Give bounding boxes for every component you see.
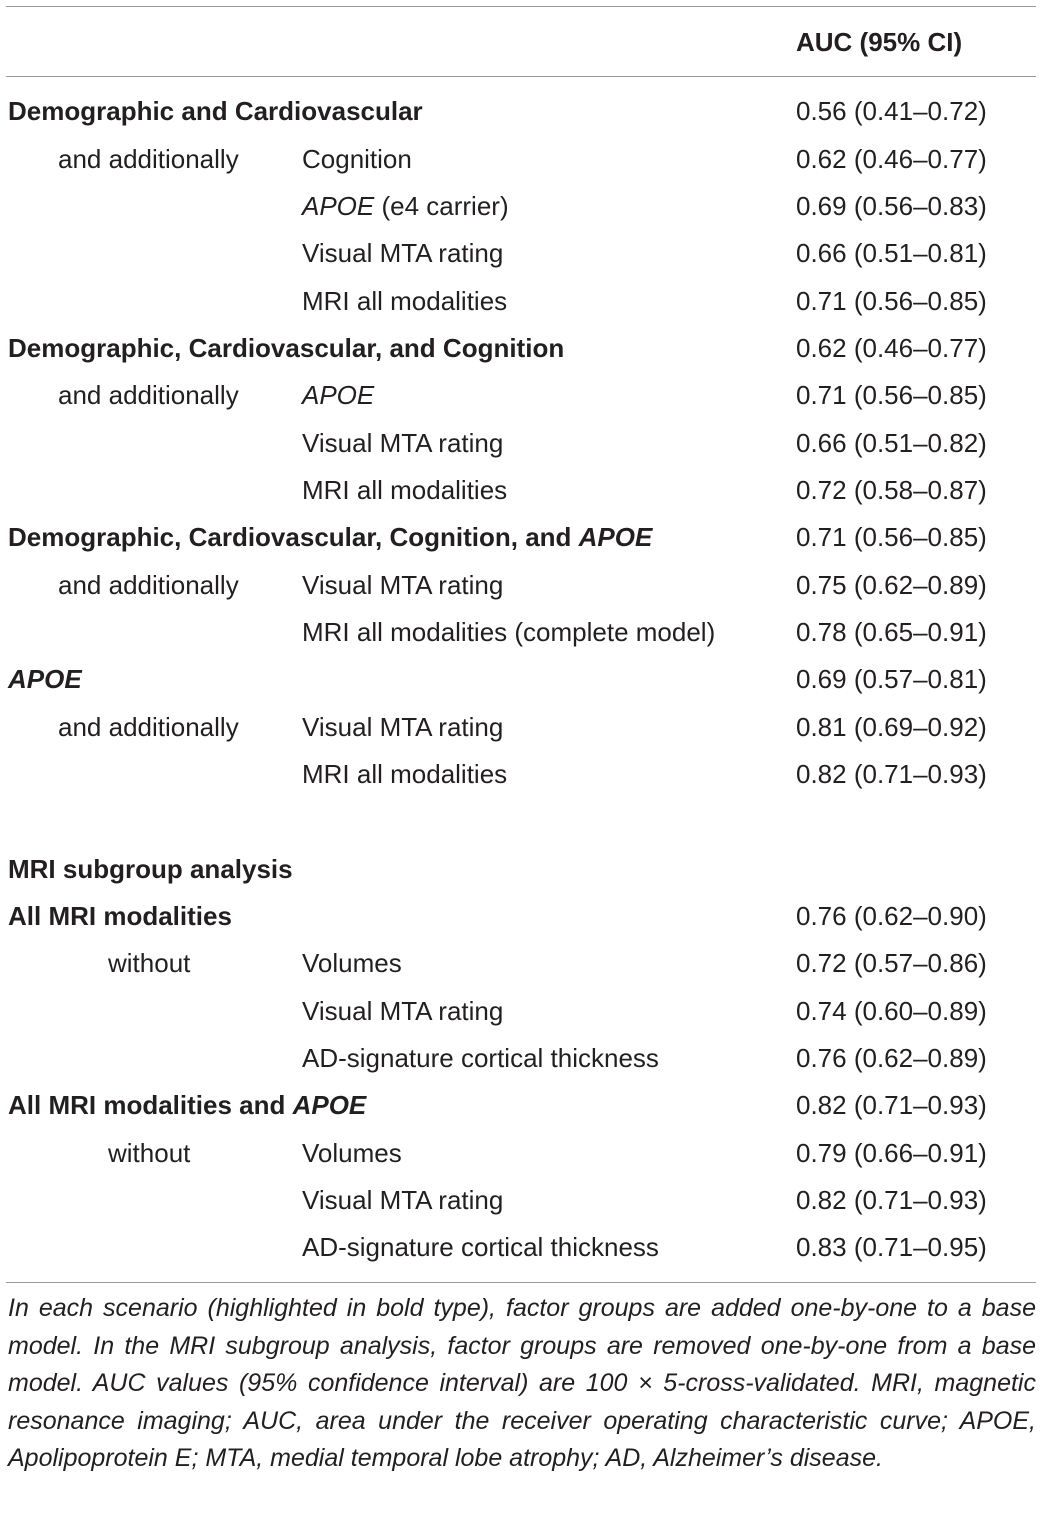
factor-label: Visual MTA rating [302,570,504,600]
auc-value: 0.83 (0.71–0.95) [796,1232,987,1262]
table-bottom-rule [6,1282,1036,1283]
table-top-rule [6,6,1036,7]
auc-value: 0.75 (0.62–0.89) [796,570,987,600]
scenario-label-italic: APOE [578,522,653,552]
auc-value: 0.69 (0.56–0.83) [796,191,987,221]
table-footnote: In each scenario (highlighted in bold ty… [8,1294,1036,1472]
table-row: AD-signature cortical thickness 0.83 (0.… [0,1227,1043,1267]
auc-value: 0.76 (0.62–0.90) [796,901,987,931]
table-row: and additionally Visual MTA rating 0.81 … [0,707,1043,747]
factor-label: MRI all modalities [302,475,508,505]
table-row: Demographic, Cardiovascular, and Cogniti… [0,328,1043,368]
factor-label: MRI all modalities [302,759,508,789]
scenario-label: All MRI modalities [8,901,232,931]
table-row: APOE 0.69 (0.57–0.81) [0,659,1043,699]
auc-value: 0.56 (0.41–0.72) [796,96,987,126]
auc-value: 0.69 (0.57–0.81) [796,664,987,694]
scenario-label: Demographic, Cardiovascular, Cognition, … [8,517,652,557]
table-row: and additionally Cognition 0.62 (0.46–0.… [0,139,1043,179]
table-row: Visual MTA rating 0.66 (0.51–0.82) [0,423,1043,463]
modifier-label: and additionally [58,712,239,742]
auc-value: 0.82 (0.71–0.93) [796,759,987,789]
scenario-label: Demographic and Cardiovascular [8,96,423,126]
table-row: AD-signature cortical thickness 0.76 (0.… [0,1038,1043,1078]
factor-label-italic: APOE [302,191,375,221]
auc-value: 0.66 (0.51–0.82) [796,428,987,458]
table-row: Demographic and Cardiovascular 0.56 (0.4… [0,91,1043,131]
factor-label: Cognition [302,144,412,174]
auc-value: 0.82 (0.71–0.93) [796,1090,987,1120]
auc-value: 0.71 (0.56–0.85) [796,522,987,552]
auc-value: 0.74 (0.60–0.89) [796,996,987,1026]
table-row: and additionally Visual MTA rating 0.75 … [0,565,1043,605]
auc-value: 0.79 (0.66–0.91) [796,1138,987,1168]
factor-label: MRI all modalities (complete model) [302,617,716,647]
scenario-label: APOE [8,664,82,694]
table-row: All MRI modalities 0.76 (0.62–0.90) [0,896,1043,936]
section-heading: MRI subgroup analysis [8,854,293,884]
auc-value: 0.72 (0.57–0.86) [796,948,987,978]
factor-label: Volumes [302,1138,402,1168]
auc-value: 0.76 (0.62–0.89) [796,1043,987,1073]
auc-value: 0.81 (0.69–0.92) [796,712,987,742]
factor-label: AD-signature cortical thickness [302,1232,659,1262]
table-row: MRI all modalities 0.71 (0.56–0.85) [0,281,1043,321]
table-row: MRI all modalities (complete model) 0.78… [0,612,1043,652]
factor-label: Visual MTA rating [302,238,504,268]
header-bottom-rule [6,76,1036,77]
table-row: Demographic, Cardiovascular, Cognition, … [0,517,1043,557]
modifier-label: and additionally [58,144,239,174]
section-heading-row: MRI subgroup analysis [0,849,1043,889]
table-row: Visual MTA rating 0.66 (0.51–0.81) [0,233,1043,273]
scenario-label: Demographic, Cardiovascular, and Cogniti… [8,333,565,363]
factor-label: AD-signature cortical thickness [302,1043,659,1073]
scenario-label-text: Demographic, Cardiovascular, Cognition, … [8,522,579,552]
auc-value: 0.71 (0.56–0.85) [796,380,987,410]
modifier-label: and additionally [58,570,239,600]
scenario-label-italic: APOE [292,1090,367,1120]
factor-label: Volumes [302,948,402,978]
auc-value: 0.71 (0.56–0.85) [796,286,987,316]
auc-value: 0.82 (0.71–0.93) [796,1185,987,1215]
auc-value: 0.62 (0.46–0.77) [796,144,987,174]
factor-label: Visual MTA rating [302,1185,504,1215]
scenario-label: All MRI modalities and APOE [8,1085,366,1125]
table-row: and additionally APOE 0.71 (0.56–0.85) [0,375,1043,415]
scenario-label-text: All MRI modalities and [8,1090,293,1120]
modifier-label: without [108,948,191,978]
factor-label: Visual MTA rating [302,712,504,742]
table-row: MRI all modalities 0.72 (0.58–0.87) [0,470,1043,510]
factor-label: Visual MTA rating [302,428,504,458]
factor-label: MRI all modalities [302,286,508,316]
auc-value: 0.72 (0.58–0.87) [796,475,987,505]
table-row: without Volumes 0.79 (0.66–0.91) [0,1133,1043,1173]
auc-column-header: AUC (95% CI) [796,27,963,57]
auc-value: 0.78 (0.65–0.91) [796,617,987,647]
table-row: without Volumes 0.72 (0.57–0.86) [0,943,1043,983]
modifier-label: and additionally [58,380,239,410]
modifier-label: without [108,1138,191,1168]
factor-label: Visual MTA rating [302,996,504,1026]
auc-value: 0.66 (0.51–0.81) [796,238,987,268]
table-row: Visual MTA rating 0.82 (0.71–0.93) [0,1180,1043,1220]
factor-label: APOE [302,380,375,410]
table-row: Visual MTA rating 0.74 (0.60–0.89) [0,991,1043,1031]
factor-label: APOE (e4 carrier) [302,186,509,226]
table-row: APOE (e4 carrier) 0.69 (0.56–0.83) [0,186,1043,226]
auc-value: 0.62 (0.46–0.77) [796,333,987,363]
table-row: All MRI modalities and APOE 0.82 (0.71–0… [0,1085,1043,1125]
factor-label-rest: (e4 carrier) [374,191,509,221]
table-row: MRI all modalities 0.82 (0.71–0.93) [0,754,1043,794]
